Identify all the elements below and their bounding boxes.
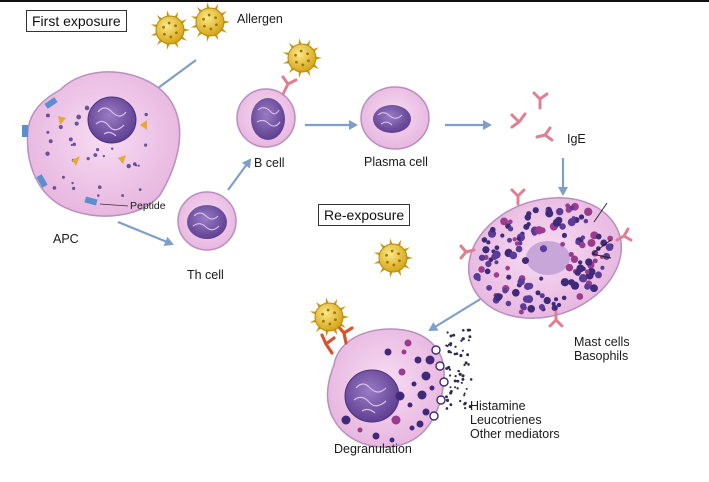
allergen-particle [309,297,349,337]
apc-cell [22,71,181,217]
other-mediators-label: Other mediators [470,427,560,441]
allergen-fragment [118,155,126,164]
ige-antibodies [510,91,554,142]
allergen-particle [150,10,190,50]
first-exposure-label: First exposure [26,10,127,32]
allergen-particle [282,38,322,78]
peptide-receptor [36,174,48,188]
bound-ige [459,244,476,260]
bound-ige [548,310,564,328]
released-granules [341,328,473,443]
mast-cells-basophils-label: Mast cells Basophils [574,335,630,363]
plasma-cell-label: Plasma cell [364,155,428,169]
peptide-receptor [44,97,58,109]
ige-antibody [532,91,549,110]
allergen-particle [190,2,230,42]
basophils-label: Basophils [574,349,629,363]
mast-cell-granules [473,202,614,315]
mast-cells-label: Mast cells [574,335,630,349]
peptide-receptor [22,125,28,137]
ige-label: IgE [567,132,586,146]
bound-ige [510,188,526,206]
apc-granules [45,105,148,197]
th-cell-label: Th cell [187,268,224,282]
allergen-fragment [58,116,66,125]
arrow-th-cell-to-b-cell [227,158,252,191]
re-exposure-label: Re-exposure [318,204,411,226]
cross-linked-ige [320,333,336,355]
apc-nucleus [87,96,137,144]
apc-label: APC [53,232,79,246]
histamine-label: Histamine [470,399,526,413]
allergen-particle [373,238,413,278]
mediators-label: Histamine Leucotrienes Other mediators [470,399,560,441]
allergen-label: Allergen [237,12,283,26]
plasma-cell [360,86,430,150]
bound-ige [615,227,633,242]
ige-antibody [510,112,527,129]
b-cell-label: B cell [254,156,285,170]
degranulation-label: Degranulation [334,442,412,456]
th-cell [177,191,237,251]
leucotrienes-label: Leucotrienes [470,413,542,427]
allergen-fragment [72,156,80,166]
mast-cell [459,188,633,328]
b-cell-antibody [281,75,298,96]
peptide-receptor [84,196,98,206]
top-border-line [0,0,709,2]
b-cell [236,75,298,148]
degranulating-cell [320,324,473,448]
peptide-label: Peptide [130,200,166,212]
ige-antibody [535,126,554,142]
arrow-apc-to-th-cell [117,220,174,246]
allergen-fragment [140,120,147,130]
